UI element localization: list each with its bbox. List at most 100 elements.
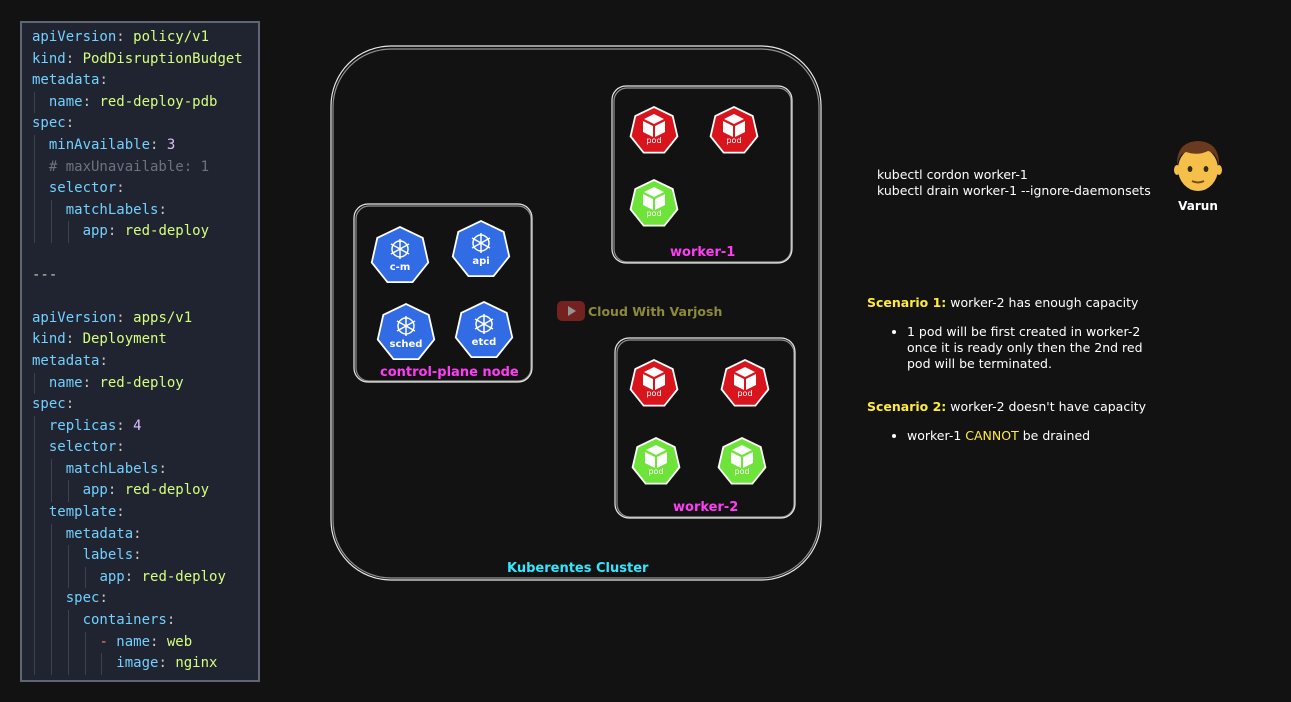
code-token: image bbox=[116, 655, 159, 672]
code-token: app bbox=[82, 223, 108, 240]
indent-guide bbox=[50, 631, 52, 654]
command-cordon: kubectl cordon worker-1 bbox=[877, 167, 1028, 182]
worker1-box bbox=[611, 85, 793, 264]
code-token: metadata bbox=[32, 72, 100, 89]
code-line: selector: bbox=[22, 437, 258, 459]
code-token: red-deploy bbox=[141, 568, 226, 585]
scenario2-bullet-highlight: CANNOT bbox=[965, 428, 1019, 443]
pod-icon: pod bbox=[719, 358, 771, 410]
indent-guide bbox=[50, 458, 52, 481]
code-line: # maxUnavailable: 1 bbox=[22, 156, 258, 179]
code-token: : bbox=[124, 568, 142, 585]
man-face-emoji-icon bbox=[1174, 141, 1222, 191]
indent-guide bbox=[34, 91, 35, 114]
indent-guide bbox=[34, 631, 35, 654]
scenario2-bullet-after: be drained bbox=[1018, 428, 1091, 443]
indent-guide bbox=[34, 566, 35, 589]
indent-guide bbox=[50, 653, 52, 675]
indent-guide bbox=[50, 545, 52, 567]
control-plane-label: control-plane node bbox=[380, 365, 519, 380]
code-token: nginx bbox=[175, 655, 218, 672]
code-token: : bbox=[150, 633, 167, 650]
code-token: : bbox=[82, 374, 100, 391]
pod-icon: pod bbox=[630, 436, 682, 488]
code-line: apiVersion: apps/v1 bbox=[22, 308, 258, 330]
code-token: # maxUnavailable: 1 bbox=[48, 158, 210, 175]
code-token: : bbox=[65, 115, 75, 132]
indent-guide bbox=[34, 502, 35, 524]
pod-icon: pod bbox=[708, 105, 760, 157]
indent-guide bbox=[67, 610, 69, 632]
code-token: --- bbox=[32, 266, 58, 283]
indent-guide bbox=[34, 458, 35, 481]
youtube-play-icon bbox=[557, 301, 585, 321]
code-token: apps/v1 bbox=[133, 309, 193, 326]
code-token: matchLabels bbox=[65, 460, 159, 477]
code-line: selector: bbox=[22, 178, 258, 200]
pod-label: pod bbox=[726, 136, 742, 145]
pod-label: pod bbox=[646, 209, 662, 218]
cluster-boundary bbox=[330, 45, 822, 581]
indent-guide bbox=[50, 523, 52, 546]
code-token: kind bbox=[32, 331, 66, 348]
code-token: spec bbox=[65, 590, 100, 607]
indent-guide bbox=[67, 545, 69, 567]
code-token: name bbox=[48, 93, 83, 110]
code-token: - bbox=[99, 633, 117, 650]
code-token: : bbox=[107, 482, 125, 499]
indent-guide bbox=[84, 653, 86, 675]
code-token: : bbox=[116, 309, 134, 326]
code-token: metadata bbox=[65, 525, 134, 542]
indent-guide bbox=[50, 588, 52, 611]
command-drain: kubectl drain worker-1 --ignore-daemonse… bbox=[877, 183, 1151, 198]
code-token: : bbox=[99, 72, 108, 89]
code-token: : bbox=[99, 590, 108, 607]
code-token: Deployment bbox=[82, 331, 167, 348]
code-line: spec: bbox=[22, 588, 258, 611]
scenario2-title: Scenario 2: bbox=[867, 399, 947, 414]
code-token: : bbox=[65, 396, 75, 413]
scenario2-bullet-before: worker-1 bbox=[907, 428, 966, 443]
code-line: minAvailable: 3 bbox=[22, 134, 258, 157]
code-line: metadata: bbox=[22, 523, 258, 546]
code-line: containers: bbox=[22, 610, 258, 632]
scenario1-bullet: 1 pod will be first created in worker-2 … bbox=[907, 324, 1147, 372]
indent-guide bbox=[34, 156, 35, 179]
indent-guide bbox=[34, 545, 35, 567]
code-token: : bbox=[158, 460, 167, 477]
pod-label: pod bbox=[734, 467, 750, 476]
code-token: replicas bbox=[48, 417, 117, 434]
indent-guide bbox=[34, 134, 35, 157]
code-line: - name: web bbox=[22, 631, 258, 654]
code-token: matchLabels bbox=[65, 201, 159, 218]
code-token: template bbox=[48, 504, 117, 521]
indent-guide bbox=[67, 566, 69, 589]
code-token: 4 bbox=[133, 417, 142, 434]
code-line: app: red-deploy bbox=[22, 221, 258, 243]
code-token: apiVersion bbox=[32, 309, 117, 326]
indent-guide bbox=[34, 588, 35, 611]
code-line: name: red-deploy bbox=[22, 372, 258, 395]
code-token: containers bbox=[82, 612, 167, 629]
code-token: PodDisruptionBudget bbox=[82, 50, 243, 67]
code-token: : bbox=[107, 223, 125, 240]
indent-guide bbox=[34, 415, 35, 438]
watermark: Cloud With Varjosh bbox=[557, 301, 722, 321]
control-plane-box bbox=[353, 203, 533, 383]
code-token: : bbox=[65, 331, 83, 348]
indent-guide bbox=[50, 610, 52, 632]
indent-guide bbox=[34, 199, 35, 222]
code-token: spec bbox=[32, 396, 66, 413]
kubernetes-component-etcd-icon: etcd bbox=[454, 301, 514, 361]
code-token: app bbox=[99, 568, 125, 585]
code-line: --- bbox=[22, 265, 258, 287]
indent-guide bbox=[67, 653, 69, 675]
indent-guide bbox=[84, 631, 86, 654]
code-line: name: red-deploy-pdb bbox=[22, 91, 258, 114]
code-token: red-deploy bbox=[124, 223, 210, 240]
code-token: : bbox=[116, 29, 134, 45]
code-token: selector bbox=[48, 439, 117, 456]
indent-guide bbox=[50, 221, 52, 243]
code-token: : bbox=[116, 417, 134, 434]
